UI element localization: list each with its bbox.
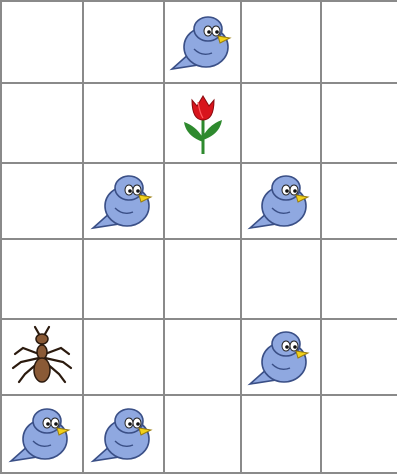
cell-r5-c2[interactable]	[163, 394, 242, 474]
blue-bird-icon	[84, 164, 163, 238]
cell-r2-c3[interactable]	[240, 162, 322, 240]
cell-r5-c0[interactable]	[0, 394, 84, 474]
cell-r4-c2[interactable]	[163, 318, 242, 396]
cell-r3-c4[interactable]	[320, 238, 397, 320]
cell-r0-c3[interactable]	[240, 0, 322, 84]
cell-r0-c2[interactable]	[163, 0, 242, 84]
cell-r4-c0[interactable]	[0, 318, 84, 396]
cell-r0-c1[interactable]	[82, 0, 165, 84]
cell-r1-c4[interactable]	[320, 82, 397, 164]
cell-r1-c0[interactable]	[0, 82, 84, 164]
cell-r3-c2[interactable]	[163, 238, 242, 320]
brown-ant-icon	[2, 320, 82, 394]
blue-bird-icon	[165, 2, 240, 82]
blue-bird-icon	[242, 320, 320, 394]
cell-r5-c1[interactable]	[82, 394, 165, 474]
cell-r1-c3[interactable]	[240, 82, 322, 164]
cell-r5-c4[interactable]	[320, 394, 397, 474]
cell-r3-c1[interactable]	[82, 238, 165, 320]
cell-r1-c2[interactable]	[163, 82, 242, 164]
cell-r2-c2[interactable]	[163, 162, 242, 240]
blue-bird-icon	[242, 164, 320, 238]
blue-bird-icon	[2, 396, 82, 472]
cell-r3-c3[interactable]	[240, 238, 322, 320]
cell-r5-c3[interactable]	[240, 394, 322, 474]
cell-r2-c1[interactable]	[82, 162, 165, 240]
cell-r4-c4[interactable]	[320, 318, 397, 396]
cell-r1-c1[interactable]	[82, 82, 165, 164]
cell-r3-c0[interactable]	[0, 238, 84, 320]
cell-r4-c3[interactable]	[240, 318, 322, 396]
cell-r0-c0[interactable]	[0, 0, 84, 84]
red-tulip-icon	[165, 84, 240, 162]
cell-r4-c1[interactable]	[82, 318, 165, 396]
blue-bird-icon	[84, 396, 163, 472]
cell-r0-c4[interactable]	[320, 0, 397, 84]
cell-r2-c0[interactable]	[0, 162, 84, 240]
cell-r2-c4[interactable]	[320, 162, 397, 240]
